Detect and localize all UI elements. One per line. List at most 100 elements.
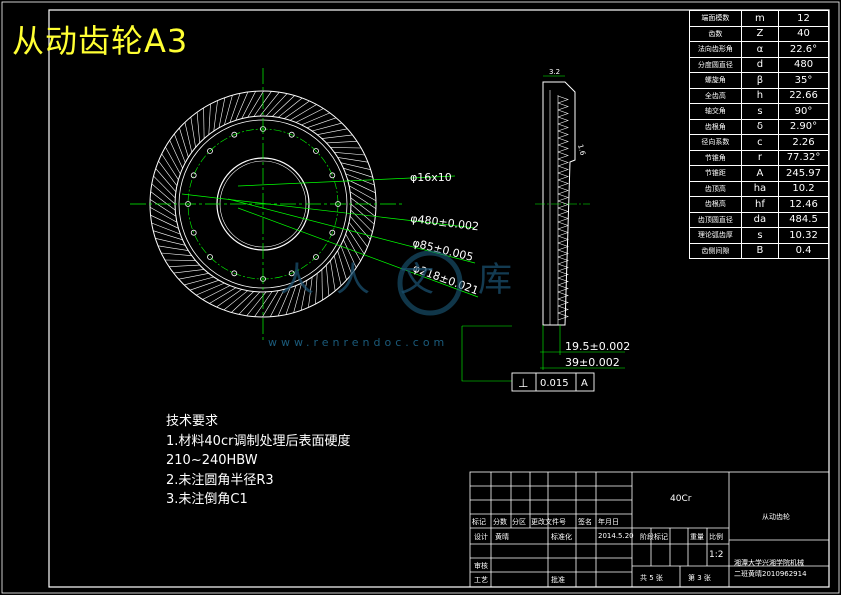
- gear-tooth: [196, 112, 200, 143]
- param-name: 齿侧间隙: [689, 242, 742, 259]
- side-tooth: [557, 291, 569, 300]
- gear-tooth: [247, 90, 264, 118]
- gear-tooth: [345, 233, 361, 262]
- param-sym: s: [740, 103, 780, 120]
- dim-bolt-holes: φ16x10: [410, 171, 452, 184]
- side-tooth: [557, 165, 569, 174]
- bolt-hole: [190, 229, 197, 236]
- side-tooth: [557, 207, 569, 216]
- gear-tooth: [238, 291, 261, 315]
- gear-tooth: [348, 185, 377, 201]
- gear-tooth: [157, 245, 189, 251]
- tolerance-leader: [461, 326, 512, 382]
- gear-tooth: [321, 269, 323, 301]
- dim-top-roughness: 3.2: [549, 68, 560, 76]
- watermark-char-1: 人: [280, 260, 314, 300]
- bolt-hole: [190, 172, 197, 179]
- side-tooth: [557, 263, 569, 272]
- gear-tooth: [150, 191, 176, 211]
- param-val: 245.97: [778, 165, 829, 182]
- gear-tooth: [284, 100, 310, 119]
- param-sym: δ: [740, 118, 780, 135]
- gear-tooth: [347, 179, 376, 194]
- gear-tooth: [150, 214, 179, 229]
- gear-tooth: [308, 276, 313, 308]
- dim-outer-diameter: φ480±0.002: [410, 212, 480, 233]
- designer-name: 黄晴: [495, 533, 509, 541]
- gear-tooth: [343, 239, 357, 268]
- gear-tooth: [265, 93, 288, 117]
- gear-tooth: [253, 91, 272, 117]
- gear-tooth: [337, 250, 347, 281]
- side-tooth: [557, 151, 569, 160]
- design-label: 设计: [474, 533, 488, 541]
- tech-line-2: 210~240HBW: [166, 453, 258, 468]
- gear-tooth: [340, 245, 352, 275]
- gear-tooth: [151, 183, 176, 205]
- side-tooth: [557, 249, 569, 258]
- leader-d4: [237, 207, 479, 298]
- header-zone: 分区: [512, 518, 526, 526]
- gear-tooth: [330, 260, 336, 292]
- side-outline: [542, 81, 576, 326]
- gear-tooth: [326, 265, 330, 296]
- gear-tooth: [349, 191, 377, 209]
- param-name: 法向齿形角: [689, 41, 742, 58]
- param-name: 齿顶高: [689, 180, 742, 197]
- gear-tooth: [164, 259, 196, 261]
- param-name: 全齿高: [689, 87, 742, 104]
- side-teeth: [557, 95, 569, 321]
- watermark-char-4: 库: [478, 260, 512, 300]
- side-tooth: [557, 172, 569, 181]
- tech-line-4: 3.未注倒角C1: [166, 492, 248, 507]
- side-tooth: [557, 109, 569, 118]
- gear-tooth: [190, 116, 196, 148]
- side-tooth: [557, 144, 569, 153]
- material-label: 40Cr: [670, 494, 692, 504]
- param-val: 2.90°: [778, 118, 829, 135]
- inner-frame: [48, 9, 830, 588]
- header-date: 年月日: [598, 518, 619, 526]
- dim-width-1: 19.5±0.002: [565, 340, 630, 353]
- side-tooth: [557, 284, 569, 293]
- gear-tooth: [345, 173, 375, 186]
- gear-tooth: [350, 209, 373, 233]
- gear-tooth: [174, 133, 186, 163]
- param-sym: c: [740, 134, 780, 151]
- param-name: 理论弧齿厚: [689, 227, 742, 244]
- gear-side-view: [461, 75, 625, 382]
- param-sym: β: [740, 72, 780, 89]
- gear-tooth: [179, 127, 189, 158]
- side-tooth: [557, 186, 569, 195]
- side-tooth: [557, 179, 569, 188]
- gear-tooth: [306, 117, 337, 129]
- gear-tooth: [254, 291, 273, 317]
- bolt-hole: [288, 270, 295, 277]
- bolt-hole: [313, 148, 319, 154]
- gear-tooth: [270, 289, 285, 317]
- side-tooth: [557, 277, 569, 286]
- gear-tooth: [151, 222, 181, 235]
- side-tooth: [557, 193, 569, 202]
- param-sym: Z: [740, 25, 780, 42]
- bolt-hole: [313, 254, 319, 260]
- side-tooth: [557, 214, 569, 223]
- gear-tooth: [218, 97, 226, 128]
- gear-tooth: [315, 273, 318, 305]
- gear-tooth: [195, 282, 225, 296]
- gear-tooth: [209, 287, 236, 304]
- design-date: 2014.5.20: [598, 532, 634, 540]
- param-val: 90°: [778, 103, 829, 120]
- gear-tooth: [350, 203, 375, 225]
